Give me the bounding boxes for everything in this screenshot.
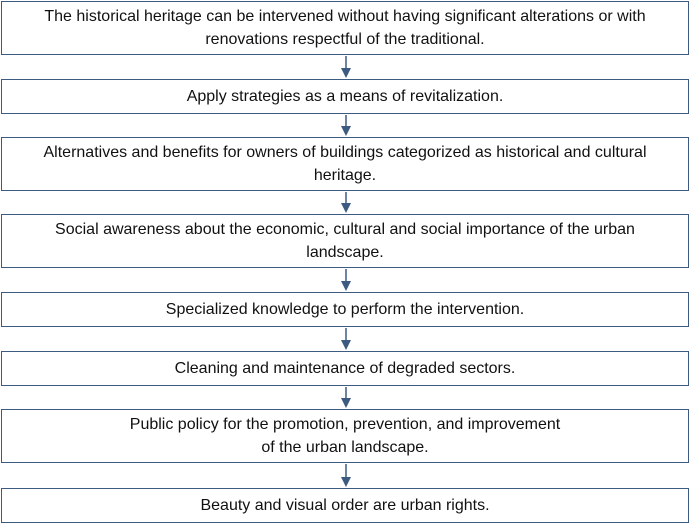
step-box-5: Specialized knowledge to perform the int… — [1, 292, 689, 327]
step-3-line-1: Alternatives and benefits for owners of … — [43, 144, 647, 161]
arrow-1-2 — [341, 56, 351, 78]
step-5-line-1: Specialized knowledge to perform the int… — [165, 301, 525, 318]
step-2-line-1: Apply strategies as a means of revitaliz… — [186, 88, 504, 105]
arrow-3-4 — [341, 192, 351, 213]
arrow-7-8 — [341, 464, 351, 487]
step-box-3: Alternatives and benefits for owners of … — [1, 137, 689, 191]
arrow-6-7 — [341, 387, 351, 408]
step-8-line-1: Beauty and visual order are urban rights… — [200, 497, 490, 514]
step-6-line-1: Cleaning and maintenance of degraded sec… — [174, 360, 516, 377]
step-box-8: Beauty and visual order are urban rights… — [1, 488, 689, 523]
step-4-line-1: Social awareness about the economic, cul… — [55, 221, 635, 238]
step-4-line-2: landscape. — [306, 244, 384, 261]
arrow-2-3 — [341, 115, 351, 136]
step-7-line-1: Public policy for the promotion, prevent… — [129, 416, 561, 433]
step-3-line-2: heritage. — [313, 167, 377, 184]
step-box-4: Social awareness about the economic, cul… — [1, 214, 689, 268]
step-1-line-1: The historical heritage can be intervene… — [44, 8, 646, 25]
step-1-line-2: renovations respectful of the traditiona… — [205, 31, 485, 48]
arrow-4-5 — [341, 269, 351, 291]
step-box-1: The historical heritage can be intervene… — [1, 1, 689, 55]
arrow-5-6 — [341, 328, 351, 350]
step-box-7: Public policy for the promotion, prevent… — [1, 409, 689, 463]
step-box-2: Apply strategies as a means of revitaliz… — [1, 79, 689, 114]
step-box-6: Cleaning and maintenance of degraded sec… — [1, 351, 689, 386]
step-7-line-2: of the urban landscape. — [261, 439, 429, 456]
